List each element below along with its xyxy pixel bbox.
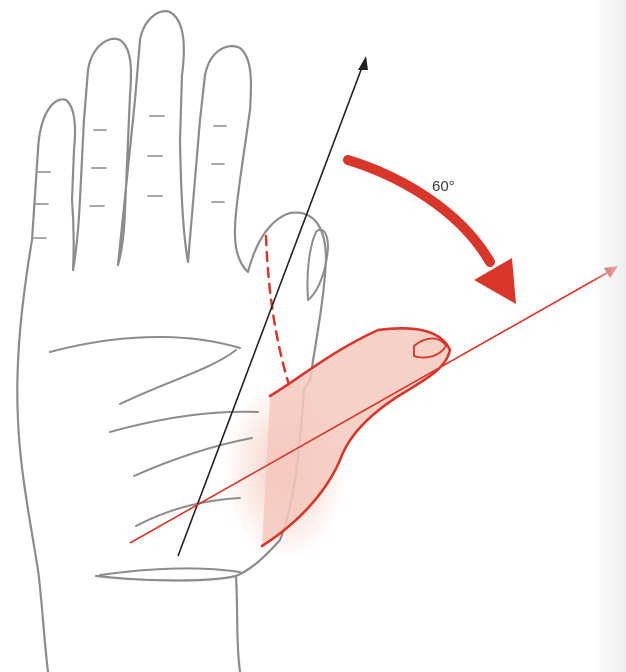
rotated-thumb-shape [262,328,450,546]
rotation-arrowhead [474,258,516,304]
rotation-arrow-shaft [348,160,490,262]
original-axis-arrowhead [358,56,368,70]
finger-creases [34,116,226,238]
angle-label: 60° [432,178,455,195]
page-edge-shadow [592,0,626,672]
rotated-thumb-axis [130,270,612,543]
hand-outline [17,11,326,672]
